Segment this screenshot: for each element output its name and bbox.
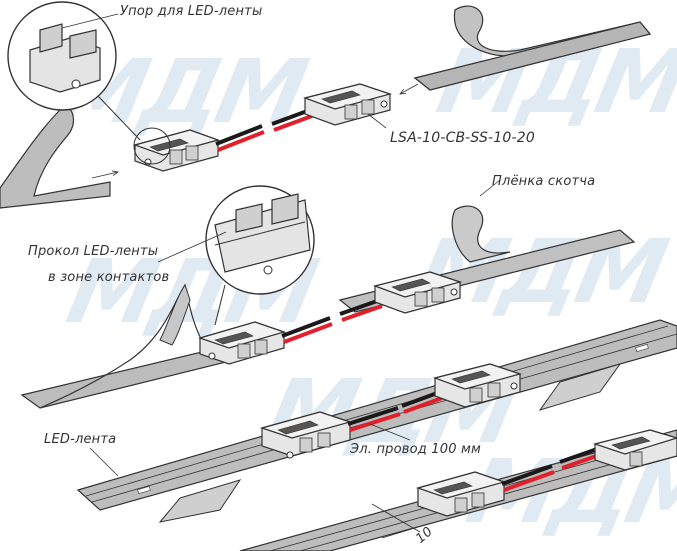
connector-row2-right: [372, 271, 463, 314]
connector-row3-left: [259, 411, 353, 459]
label-led-strip: LED-лента: [44, 432, 117, 447]
wire-row1-right: [271, 108, 313, 132]
label-tape-film: Плёнка скотча: [492, 174, 596, 189]
leader-partnumber: [367, 113, 387, 129]
tape-right-row1: [400, 5, 652, 94]
label-part-number: LSA-10-CB-SS-10-20: [390, 130, 535, 146]
connector-row1-right: [302, 83, 393, 126]
magnifier-puncture: [205, 185, 315, 326]
magnifier-stopper: [7, 1, 171, 165]
label-wire: Эл. провод 100 мм: [350, 442, 482, 457]
connector-row4-left: [415, 471, 507, 517]
wire-row3: [347, 390, 443, 432]
tape-left-row2: [20, 283, 228, 409]
wire-row2-right: [339, 298, 383, 322]
leader-ledstrip: [89, 447, 119, 477]
leader-stopper: [61, 13, 119, 29]
wire-row1-left: [215, 124, 265, 152]
tape-left-row1: [0, 106, 118, 209]
label-puncture-line1: Прокол LED-ленты: [28, 244, 159, 259]
leader-puncture: [157, 231, 227, 263]
label-stopper: Упор для LED-ленты: [120, 4, 263, 19]
width-dimension: [371, 503, 429, 539]
label-puncture-line2: в зоне контактов: [48, 270, 170, 285]
connector-row3-right: [432, 363, 523, 408]
leader-film: [479, 179, 501, 197]
leader-wire: [369, 423, 411, 441]
connector-row1-left: [133, 129, 220, 172]
connector-row2-left: [198, 321, 286, 365]
wire-row2-left: [281, 316, 333, 344]
connector-row4-right: [592, 429, 677, 471]
